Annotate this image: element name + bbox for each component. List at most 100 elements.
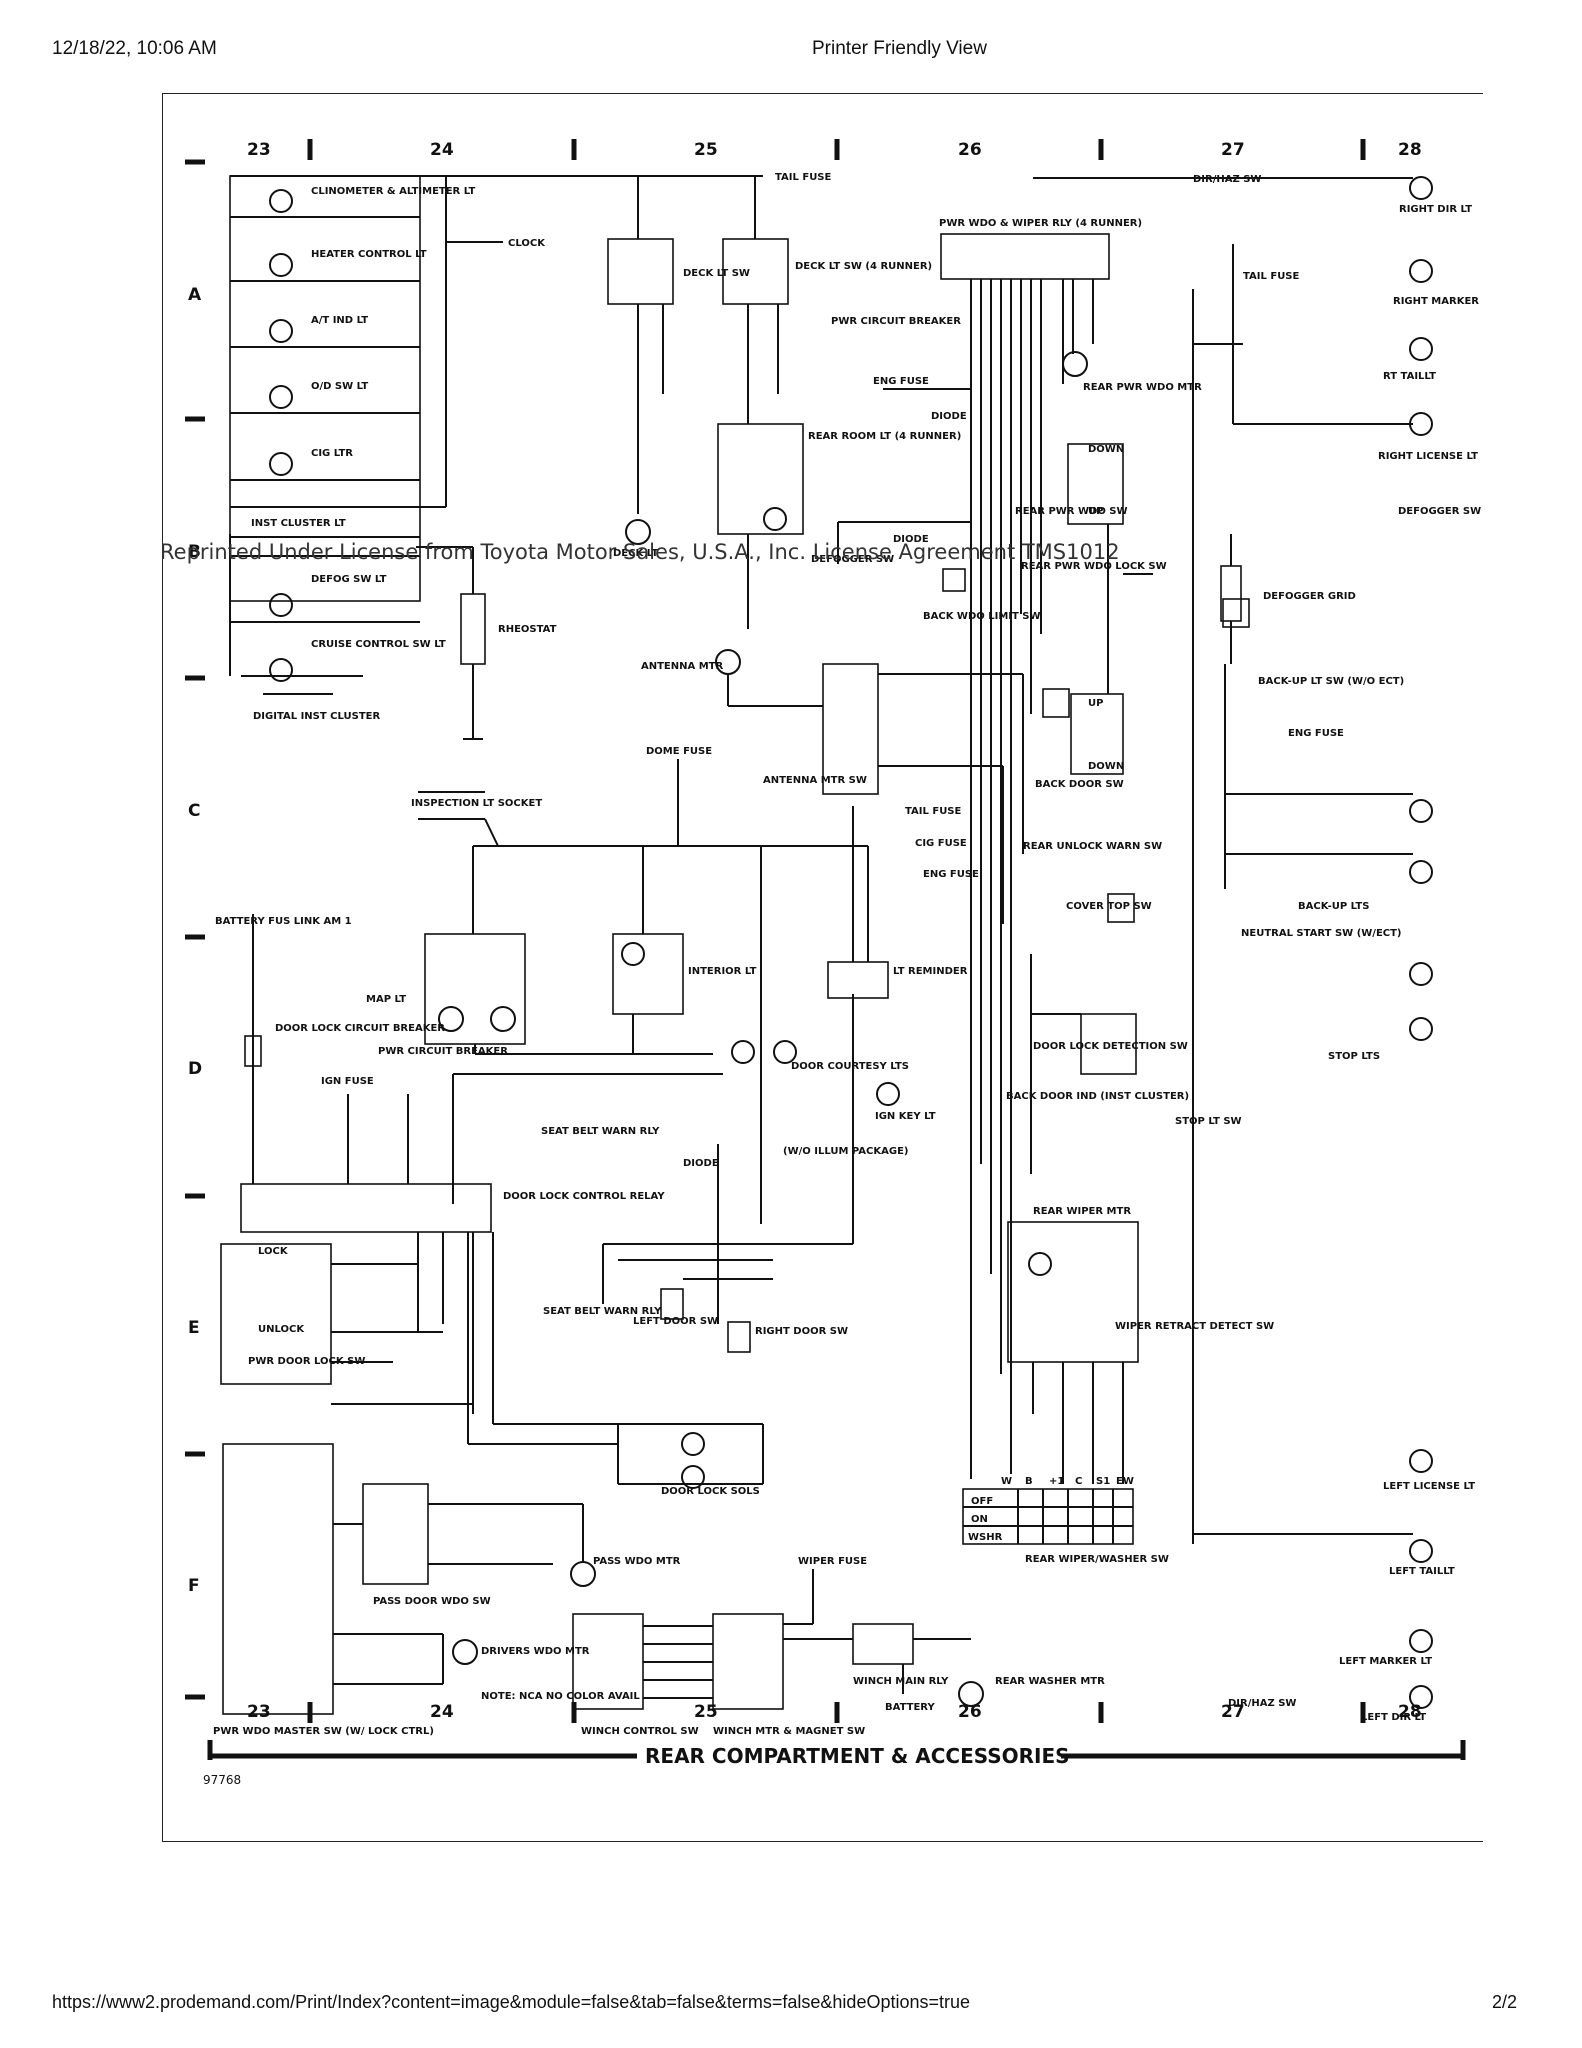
wiring-diagram: 23 24 25 26 27 28 23 24 25 26 27 28 A B … [185, 139, 1525, 1787]
label-left-marker: LEFT MARKER LT [1339, 1656, 1432, 1667]
label-od-sw: O/D SW LT [311, 381, 368, 392]
label-eng-fuse-2: ENG FUSE [923, 869, 979, 880]
label-tail-fuse: TAIL FUSE [775, 172, 832, 183]
label-at-ind: A/T IND LT [311, 315, 368, 326]
switch-col-w: W [1001, 1476, 1012, 1487]
label-wiper-fuse: WIPER FUSE [798, 1556, 867, 1567]
label-rear-pwr-wdo-lock: REAR PWR WDO LOCK SW [1021, 561, 1167, 572]
diagram-title: REAR COMPARTMENT & ACCESSORIES [645, 1744, 1070, 1768]
label-stop-lt-sw: STOP LT SW [1175, 1116, 1242, 1127]
label-drivers-wdo-mtr: DRIVERS WDO MTR [481, 1646, 590, 1657]
col-23-top: 23 [247, 140, 271, 160]
label-dir-haz-sw-bottom: DIR/HAZ SW [1228, 1698, 1296, 1709]
label-note-nca: NOTE: NCA NO COLOR AVAIL [481, 1691, 640, 1702]
label-pass-door-wdo-sw: PASS DOOR WDO SW [373, 1596, 491, 1607]
label-diode-3: DIODE [683, 1158, 719, 1169]
label-rear-pwr-wdo-mtr: REAR PWR WDO MTR [1083, 382, 1202, 393]
col-26-bottom: 26 [958, 1702, 982, 1722]
col-27-top: 27 [1221, 140, 1245, 160]
label-tail-fuse-2: TAIL FUSE [905, 806, 962, 817]
label-dir-haz-sw-top: DIR/HAZ SW [1193, 174, 1261, 185]
label-defogger-grid: DEFOGGER GRID [1263, 591, 1356, 602]
label-up-2: UP [1088, 698, 1103, 709]
label-defogger-sw: DEFOGGER SW [811, 554, 894, 565]
window-switches-group [222, 1443, 596, 1715]
switch-col-b: B [1025, 1476, 1033, 1487]
label-diode-2: DIODE [931, 411, 967, 422]
label-door-lock-relay: DOOR LOCK CONTROL RELAY [503, 1191, 665, 1202]
label-neutral-start: NEUTRAL START SW (W/ECT) [1241, 928, 1402, 939]
label-left-license: LEFT LICENSE LT [1383, 1481, 1475, 1492]
label-winch-mtr: WINCH MTR & MAGNET SW [713, 1726, 865, 1737]
door-lock-relay-group [220, 914, 854, 1489]
label-defog-sw: DEFOG SW LT [311, 574, 387, 585]
label-pwr-wdo-relay: PWR WDO & WIPER RLY (4 RUNNER) [939, 218, 1142, 229]
label-deck-lt-sw-4r: DECK LT SW (4 RUNNER) [795, 261, 932, 272]
col-26-top: 26 [958, 140, 982, 160]
label-rt-taillt: RT TAILLT [1383, 371, 1436, 382]
label-left-taillt: LEFT TAILLT [1389, 1566, 1455, 1577]
row-b-label: B [188, 542, 201, 562]
label-rear-wiper-mtr: REAR WIPER MTR [1033, 1206, 1131, 1217]
label-ign-fuse: IGN FUSE [321, 1076, 374, 1087]
title-bar: REAR COMPARTMENT & ACCESSORIES 97768 [203, 1740, 1466, 1787]
label-back-wdo-limit: BACK WDO LIMIT SW [923, 611, 1041, 622]
source-url: https://www2.prodemand.com/Print/Index?c… [52, 1992, 971, 2012]
label-pass-wdo-mtr: PASS WDO MTR [593, 1556, 681, 1567]
label-seat-belt-warn: SEAT BELT WARN RLY [541, 1126, 660, 1137]
label-battery-fus-link: BATTERY FUS LINK AM 1 [215, 916, 352, 927]
label-clock: CLOCK [508, 238, 546, 249]
label-stop-lts: STOP LTS [1328, 1051, 1380, 1062]
label-rear-wiper-washer-sw: REAR WIPER/WASHER SW [1025, 1554, 1169, 1565]
row-f-label: F [188, 1576, 200, 1596]
rear-wiper-group [962, 598, 1250, 1545]
label-right-door: RIGHT DOOR SW [755, 1326, 848, 1337]
row-c-label: C [188, 801, 200, 821]
label-winch-control: WINCH CONTROL SW [581, 1726, 699, 1737]
label-left-door: LEFT DOOR SW [633, 1316, 718, 1327]
col-25-bottom: 25 [694, 1702, 718, 1722]
winch-group [572, 1569, 984, 1710]
label-ign-key-lt: IGN KEY LT [875, 1111, 936, 1122]
right-lights-group [1033, 176, 1433, 1709]
col-25-top: 25 [694, 140, 718, 160]
label-down-2: DOWN [1088, 761, 1124, 772]
label-dome-fuse: DOME FUSE [646, 746, 712, 757]
antenna-group [418, 649, 1024, 999]
wiring-diagram-frame: 23 24 25 26 27 28 23 24 25 26 27 28 A B … [162, 93, 1525, 1842]
label-door-lock-cb: DOOR LOCK CIRCUIT BREAKER [275, 1023, 445, 1034]
col-24-bottom: 24 [430, 1702, 454, 1722]
label-rheostat: RHEOSTAT [498, 624, 557, 635]
row-a-label: A [188, 285, 202, 305]
label-door-courtesy: DOOR COURTESY LTS [791, 1061, 909, 1072]
label-rear-room: REAR ROOM LT (4 RUNNER) [808, 431, 961, 442]
switch-row-on: ON [971, 1514, 988, 1525]
label-wiper-retract: WIPER RETRACT DETECT SW [1115, 1321, 1274, 1332]
label-rear-unlock-warn: REAR UNLOCK WARN SW [1023, 841, 1162, 852]
label-inspection-socket: INSPECTION LT SOCKET [411, 798, 542, 809]
switch-row-wshr: WSHR [968, 1532, 1003, 1543]
switch-col-plus1: +1 [1049, 1476, 1064, 1487]
label-eng-fuse-r: ENG FUSE [1288, 728, 1344, 739]
print-datetime: 12/18/22, 10:06 AM [52, 38, 217, 59]
label-right-marker: RIGHT MARKER LT [1393, 296, 1483, 307]
label-defogger-sw-rly: DEFOGGER SW OR RLY [1398, 506, 1483, 517]
label-left-dir: LEFT DIR LT [1361, 1712, 1426, 1723]
label-backup-lts: BACK-UP LTS [1298, 901, 1369, 912]
label-battery: BATTERY [885, 1702, 935, 1713]
switch-col-ew: EW [1116, 1476, 1134, 1487]
label-rear-pwr-wdo-sw: REAR PWR WDO SW [1015, 506, 1128, 517]
label-winch-main: WINCH MAIN RLY [853, 1676, 949, 1687]
label-down-1: DOWN [1088, 444, 1124, 455]
label-backup-sw: BACK-UP LT SW (W/O ECT) [1258, 676, 1404, 687]
label-pwr-cb-2: PWR CIRCUIT BREAKER [378, 1046, 508, 1057]
print-view-title: Printer Friendly View [812, 38, 987, 59]
label-eng-fuse: ENG FUSE [873, 376, 929, 387]
col-27-bottom: 27 [1221, 1702, 1245, 1722]
col-24-top: 24 [430, 140, 454, 160]
label-back-door-sw: BACK DOOR SW [1035, 779, 1124, 790]
figure-number: 97768 [203, 1773, 241, 1787]
label-lt-reminder: LT REMINDER [893, 966, 968, 977]
label-rear-washer: REAR WASHER MTR [995, 1676, 1105, 1687]
instrument-bulbs [269, 189, 293, 682]
